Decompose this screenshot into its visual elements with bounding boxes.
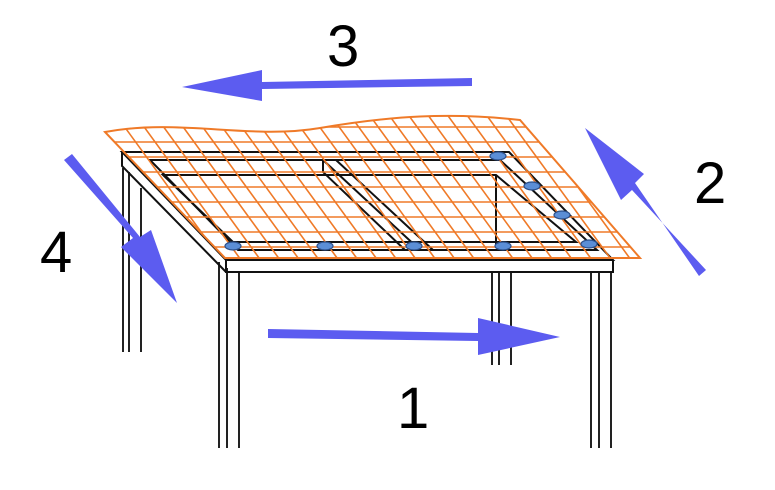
clip-icon (224, 241, 242, 251)
arrow-1: 1 (268, 318, 560, 441)
arrow-2: 2 (585, 128, 726, 276)
mesh-line (162, 115, 283, 259)
mesh-line (474, 115, 595, 259)
mesh-line (494, 115, 614, 259)
mesh-line (630, 115, 640, 259)
clip-icon (316, 241, 334, 251)
mesh-line (591, 115, 640, 259)
leg-front-left (218, 262, 240, 448)
arrow-icon (64, 154, 177, 303)
step-label-4: 4 (40, 220, 72, 285)
arrow-4: 4 (40, 154, 177, 303)
mesh-line (416, 115, 536, 259)
mesh-line (299, 115, 419, 259)
arrow-icon (268, 318, 560, 355)
step-label-3: 3 (327, 14, 359, 79)
clip-icon (580, 239, 598, 249)
clip-icon (553, 210, 571, 220)
mesh-line (396, 115, 517, 259)
mesh-net (105, 115, 640, 259)
step-label-2: 2 (694, 151, 726, 216)
mesh-line (338, 115, 458, 259)
mesh-line (377, 115, 497, 259)
mesh-line (357, 115, 478, 259)
clips (224, 151, 598, 251)
mesh-line (182, 115, 302, 259)
clip-icon (405, 241, 423, 251)
leg-back-left (122, 168, 142, 352)
mesh-line (201, 115, 322, 259)
leg-front-right (590, 272, 612, 448)
mesh-line (260, 115, 380, 259)
mesh-line (455, 115, 575, 259)
step-label-1: 1 (397, 376, 429, 441)
mesh-line (221, 115, 341, 259)
clip-icon (489, 151, 507, 161)
table-legs (122, 168, 612, 448)
clip-icon (494, 241, 512, 251)
mesh-line (143, 115, 263, 259)
arrow-icon (585, 128, 706, 276)
clip-icon (523, 181, 541, 191)
arrow-icon (182, 70, 472, 101)
mesh-outline (103, 114, 643, 259)
arrow-3: 3 (182, 14, 472, 101)
